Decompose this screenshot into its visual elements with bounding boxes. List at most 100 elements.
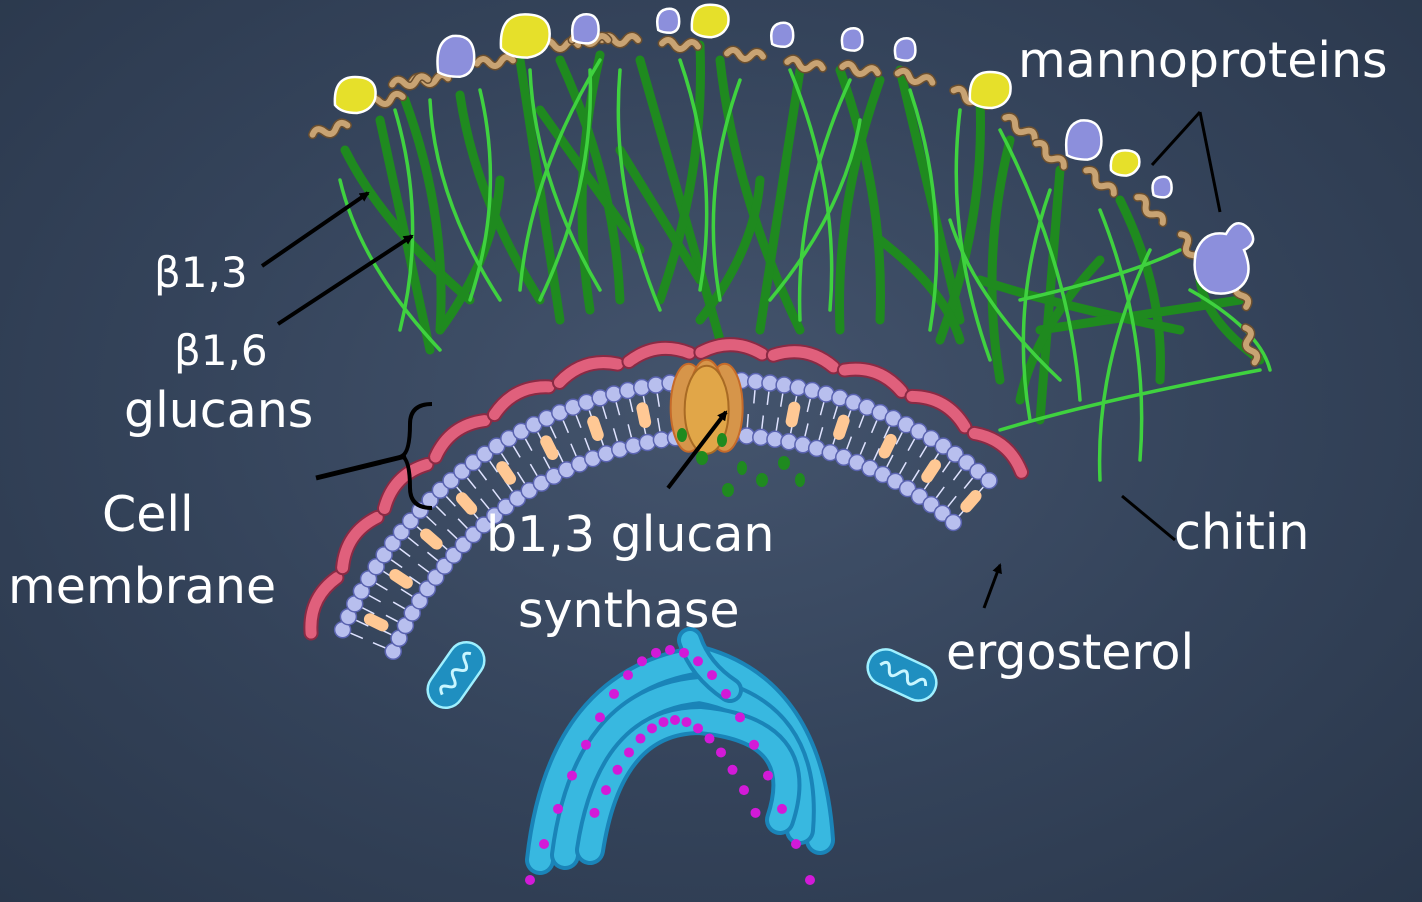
phospholipid-icon bbox=[748, 374, 764, 390]
ribosome-dot-icon bbox=[525, 875, 535, 885]
glucan-particle-icon bbox=[756, 473, 768, 487]
ribosome-dot-icon bbox=[539, 839, 549, 849]
ribosome-dot-icon bbox=[647, 723, 657, 733]
ergosterol-icon bbox=[387, 567, 415, 591]
ergosterol-icon bbox=[785, 401, 802, 429]
ribosome-dot-icon bbox=[581, 740, 591, 750]
mannoproteins-label: mannoproteins bbox=[1018, 36, 1388, 86]
phospholipid-icon bbox=[639, 435, 655, 451]
chitin-strand-icon bbox=[912, 396, 965, 427]
pointer-line bbox=[262, 193, 368, 266]
phospholipid-icon bbox=[620, 383, 636, 399]
ribosome-dot-icon bbox=[791, 839, 801, 849]
ribosome-dot-icon bbox=[777, 804, 787, 814]
mannoprotein-icon bbox=[572, 14, 598, 43]
phospholipid-icon bbox=[790, 380, 806, 396]
chitin-strand-icon bbox=[844, 369, 901, 391]
mitochondrion-icon bbox=[421, 635, 492, 715]
phospholipid-icon bbox=[634, 380, 650, 396]
ribosome-dot-icon bbox=[721, 689, 731, 699]
ergosterol-icon bbox=[538, 433, 560, 462]
ribosome-dot-icon bbox=[707, 670, 717, 680]
glucan-particle-icon bbox=[737, 461, 747, 475]
mannoprotein-icon bbox=[437, 36, 474, 77]
cell-membrane-label-line2: membrane bbox=[8, 562, 276, 612]
chitin-strand-icon bbox=[494, 387, 548, 415]
mannoprotein-icon bbox=[1111, 150, 1140, 175]
ribosome-dot-icon bbox=[670, 715, 680, 725]
synthase-label-line1: b1,3 glucan bbox=[486, 510, 774, 560]
ribosome-dot-icon bbox=[705, 734, 715, 744]
phospholipid-icon bbox=[981, 473, 997, 489]
pointer-line bbox=[984, 565, 1000, 608]
glucan-particle-icon bbox=[795, 473, 805, 487]
glucan-particle-icon bbox=[717, 433, 727, 447]
phospholipid-icon bbox=[762, 375, 778, 391]
mannoprotein-icon bbox=[842, 28, 863, 50]
cell-membrane-label-line1: Cell bbox=[102, 490, 194, 540]
ribosome-dot-icon bbox=[601, 785, 611, 795]
pointer-line bbox=[278, 236, 412, 324]
ribosome-dot-icon bbox=[567, 771, 577, 781]
mannoprotein-icon bbox=[970, 72, 1011, 108]
mannoprotein-icon bbox=[1195, 223, 1254, 293]
pointer-line bbox=[1122, 496, 1175, 540]
ribosome-dot-icon bbox=[682, 717, 692, 727]
ergosterol-icon bbox=[919, 457, 943, 485]
ribosome-dot-icon bbox=[739, 785, 749, 795]
ribosome-dot-icon bbox=[590, 808, 600, 818]
ribosome-dot-icon bbox=[651, 648, 661, 658]
glucan-fiber-icon bbox=[405, 100, 441, 330]
ribosome-dot-icon bbox=[735, 712, 745, 722]
ribosome-dot-icon bbox=[716, 747, 726, 757]
ribosome-dot-icon bbox=[693, 656, 703, 666]
pointer-line bbox=[1152, 112, 1200, 165]
pointer-line bbox=[1200, 112, 1220, 212]
pointer-line bbox=[316, 456, 406, 478]
ribosome-dot-icon bbox=[763, 771, 773, 781]
mannoprotein-icon bbox=[895, 38, 916, 60]
glucan-particle-icon bbox=[696, 451, 708, 465]
mitochondrion-icon bbox=[421, 635, 492, 715]
ribosome-dot-icon bbox=[665, 645, 675, 655]
phospholipid-icon bbox=[776, 377, 792, 393]
chitin-label: chitin bbox=[1174, 508, 1310, 558]
phospholipid-icon bbox=[767, 431, 783, 447]
mannoprotein-icon bbox=[335, 77, 376, 113]
phospholipid-icon bbox=[945, 514, 961, 530]
ergosterol-label: ergosterol bbox=[946, 628, 1194, 678]
mannoprotein-icon bbox=[501, 14, 550, 57]
glucan-particle-icon bbox=[778, 456, 790, 470]
ergosterol-icon bbox=[453, 490, 479, 517]
phospholipid-icon bbox=[648, 377, 664, 393]
ribosome-dot-icon bbox=[679, 648, 689, 658]
chitin-strand-icon bbox=[701, 345, 762, 354]
ribosome-dot-icon bbox=[595, 712, 605, 722]
beta13-label: β1,3 bbox=[154, 252, 248, 295]
ribosome-dot-icon bbox=[636, 734, 646, 744]
ribosome-dot-icon bbox=[624, 747, 634, 757]
ergosterol-icon bbox=[877, 432, 899, 461]
mannoprotein-icon bbox=[692, 5, 729, 37]
ribosome-dot-icon bbox=[693, 723, 703, 733]
ribosome-dot-icon bbox=[609, 689, 619, 699]
ergosterol-icon bbox=[362, 611, 391, 633]
ribosome-dot-icon bbox=[749, 740, 759, 750]
mannoprotein-icon bbox=[1153, 177, 1172, 198]
chitin-strand-icon bbox=[311, 578, 337, 633]
ribosome-dot-icon bbox=[805, 875, 815, 885]
ribosome-dot-icon bbox=[553, 804, 563, 814]
glucan-particle-icon bbox=[677, 428, 687, 442]
ribosome-dot-icon bbox=[751, 808, 761, 818]
mannoprotein-icon bbox=[1066, 120, 1101, 159]
ribosome-dot-icon bbox=[623, 670, 633, 680]
mitochondrion-icon bbox=[862, 643, 942, 706]
ribosome-dot-icon bbox=[728, 765, 738, 775]
ergosterol-icon bbox=[635, 401, 652, 429]
mannoprotein-icon bbox=[771, 23, 793, 47]
ribosome-dot-icon bbox=[637, 656, 647, 666]
ribosome-dot-icon bbox=[613, 765, 623, 775]
ergosterol-icon bbox=[494, 459, 518, 487]
glucan-particle-icon bbox=[722, 483, 734, 497]
